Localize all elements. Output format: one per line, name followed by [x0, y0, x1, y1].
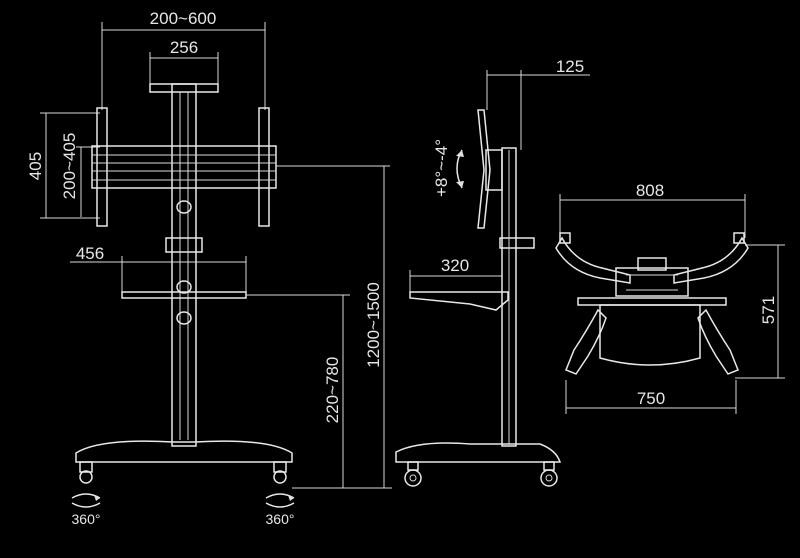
dim-shelf-width: 456: [70, 244, 247, 292]
left-rotation-arrow-icon: [71, 493, 101, 508]
dim-side-shelf: 320: [409, 256, 502, 296]
side-base: [395, 442, 562, 463]
label-shelf-height: 220~780: [323, 357, 342, 424]
right-caster: [273, 461, 287, 484]
base-crossbar: [577, 297, 727, 306]
dim-shelf-height: 220~780: [246, 294, 350, 488]
base-tray: [599, 304, 701, 366]
label-shelf-width: 456: [76, 244, 104, 263]
label-tilt: +8°~-4°: [432, 139, 451, 197]
tilt-arrow-icon: [456, 149, 464, 189]
label-mount-width: 200~600: [150, 9, 217, 28]
base-top-view: 808 571 750: [555, 181, 785, 414]
right-rotation-arrow-icon: [265, 493, 295, 508]
mount-crossbar: [91, 145, 277, 189]
label-base-top-width: 808: [636, 181, 664, 200]
dim-mount-width: 200~600: [101, 9, 266, 110]
dim-base-top-width: 808: [559, 181, 746, 238]
label-base-depth: 571: [759, 296, 778, 324]
label-mount-height-range: 200~405: [60, 133, 79, 200]
dim-total-height: 1200~1500: [276, 165, 392, 489]
dim-pole-bracket: 256: [149, 38, 219, 86]
base-leg-lower-right: [697, 308, 739, 375]
label-total-height: 1200~1500: [364, 282, 383, 368]
label-pole-bracket: 256: [170, 38, 198, 57]
dim-side-offset: 125: [486, 57, 590, 150]
side-caster-right: [540, 461, 558, 487]
base-leg-upper-left: [555, 236, 631, 284]
front-view: 200~600 256 405 200~405: [26, 9, 392, 527]
dim-mount-height: 405 200~405: [26, 112, 100, 219]
label-side-shelf: 320: [441, 256, 469, 275]
side-mount-plate: [477, 109, 491, 229]
label-mount-height-fixed: 405: [26, 152, 45, 180]
label-base-bottom-width: 750: [637, 389, 665, 408]
dim-base-bottom-width: 750: [565, 380, 737, 414]
front-base: [75, 440, 293, 463]
label-right-rotation: 360°: [266, 511, 295, 527]
label-left-rotation: 360°: [72, 511, 101, 527]
left-vesa-bracket: [96, 107, 108, 227]
label-side-offset: 125: [556, 57, 584, 76]
left-caster: [79, 461, 93, 484]
side-view: 125 +8°~-4° 320: [395, 57, 590, 487]
side-shelf: [409, 291, 509, 311]
side-caster-left: [404, 461, 422, 487]
dim-base-depth: 571: [735, 244, 785, 379]
base-leg-lower-left: [565, 308, 607, 375]
right-vesa-bracket: [258, 107, 270, 227]
base-leg-upper-right: [673, 236, 749, 284]
